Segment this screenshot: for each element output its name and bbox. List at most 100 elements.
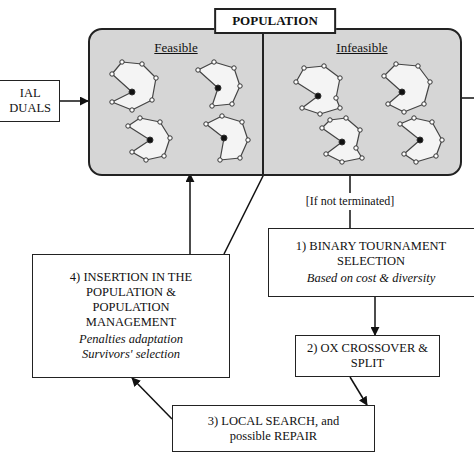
customer-dot xyxy=(110,100,114,104)
route-figure xyxy=(198,62,240,106)
depot-dot xyxy=(339,139,345,145)
customer-dot xyxy=(344,116,348,120)
customer-dot xyxy=(162,154,166,158)
customer-dot xyxy=(138,116,142,120)
exit-line xyxy=(462,97,474,99)
customer-dot xyxy=(130,150,134,154)
customer-dot xyxy=(428,80,432,84)
process-box: 3) LOCAL SEARCH, and possible REPAIR xyxy=(172,405,375,452)
customer-dot xyxy=(414,160,418,164)
box-subtext: Based on cost & diversity xyxy=(307,271,435,286)
customer-dot xyxy=(318,112,322,116)
customer-dot xyxy=(144,158,148,162)
flow-arrow xyxy=(374,297,376,335)
process-box: 1) BINARY TOURNAMENT SELECTION Based on c… xyxy=(268,228,474,297)
box-subtext: Penalties adaptation Survivors' selectio… xyxy=(66,332,196,362)
input-box: IAL DUALS xyxy=(0,80,60,122)
customer-dot xyxy=(154,76,158,80)
flow-arrow xyxy=(60,100,88,102)
customer-dot xyxy=(218,158,222,162)
customer-dot xyxy=(238,84,242,88)
customer-dot xyxy=(196,68,200,72)
customer-dot xyxy=(340,160,344,164)
box-text: 4) INSERTION IN THE POPULATION & POPULAT… xyxy=(56,270,206,330)
customer-dot xyxy=(130,108,134,112)
customer-dot xyxy=(232,66,236,70)
customer-dot xyxy=(338,76,342,80)
panel-title: POPULATION xyxy=(214,8,336,34)
customer-dot xyxy=(238,156,242,160)
region-heading: Feasible xyxy=(154,40,197,56)
customer-dot xyxy=(354,146,358,150)
customer-dot xyxy=(294,80,298,84)
customer-dot xyxy=(382,74,386,78)
depot-dot xyxy=(129,89,135,95)
customer-dot xyxy=(430,120,434,124)
route-figure xyxy=(400,118,442,162)
route-figure xyxy=(128,118,170,160)
customer-dot xyxy=(360,156,364,160)
customer-dot xyxy=(328,118,332,122)
customer-dot xyxy=(158,120,162,124)
depot-dot xyxy=(417,137,423,143)
customer-dot xyxy=(302,66,306,70)
customer-dot xyxy=(246,138,250,142)
customer-dot xyxy=(398,122,402,126)
customer-dot xyxy=(120,60,124,64)
customer-dot xyxy=(110,72,114,76)
route-figure xyxy=(384,64,430,112)
box-text: 1) BINARY TOURNAMENT SELECTION xyxy=(277,239,465,269)
population-panel: POPULATIONFeasibleInfeasible xyxy=(88,28,462,176)
box-text: 2) OX CROSSOVER & SPLIT xyxy=(304,341,431,371)
depot-dot xyxy=(315,93,321,99)
customer-dot xyxy=(434,154,438,158)
customer-dot xyxy=(140,62,144,66)
route-figure xyxy=(206,116,248,160)
flow-arrow xyxy=(132,378,172,419)
customer-dot xyxy=(168,136,172,140)
customer-dot xyxy=(412,116,416,120)
customer-dot xyxy=(422,102,426,106)
box-text: 3) LOCAL SEARCH, and possible REPAIR xyxy=(194,414,354,444)
customer-dot xyxy=(212,60,216,64)
customer-dot xyxy=(402,152,406,156)
customer-dot xyxy=(204,122,208,126)
route-figure xyxy=(296,66,340,114)
customer-dot xyxy=(386,102,390,106)
customer-dot xyxy=(220,114,224,118)
depot-dot xyxy=(215,85,221,91)
depot-dot xyxy=(221,135,227,141)
customer-dot xyxy=(150,98,154,102)
customer-dot xyxy=(324,152,328,156)
customer-dot xyxy=(358,128,362,132)
customer-dot xyxy=(334,96,338,100)
flow-arrow xyxy=(189,174,191,254)
process-box: 2) OX CROSSOVER & SPLIT xyxy=(295,335,440,377)
route-figure xyxy=(112,62,156,110)
feasible-region: Feasible xyxy=(90,30,264,174)
customer-dot xyxy=(440,138,444,142)
route-figure xyxy=(322,118,362,162)
customer-dot xyxy=(300,106,304,110)
customer-dot xyxy=(322,64,326,68)
flow-arrow xyxy=(224,174,264,254)
process-box: 4) INSERTION IN THE POPULATION & POPULAT… xyxy=(32,254,230,378)
customer-dot xyxy=(240,120,244,124)
depot-dot xyxy=(147,137,153,143)
customer-dot xyxy=(394,62,398,66)
customer-dot xyxy=(320,126,324,130)
edge-label: [If not terminated] xyxy=(303,193,398,210)
depot-dot xyxy=(399,89,405,95)
flow-arrow xyxy=(350,377,367,405)
customer-dot xyxy=(338,106,342,110)
customer-dot xyxy=(416,64,420,68)
box-text: IAL DUALS xyxy=(9,86,51,116)
customer-dot xyxy=(126,124,130,128)
customer-dot xyxy=(210,104,214,108)
infeasible-region: Infeasible xyxy=(264,30,460,174)
region-heading: Infeasible xyxy=(336,40,387,56)
customer-dot xyxy=(230,102,234,106)
